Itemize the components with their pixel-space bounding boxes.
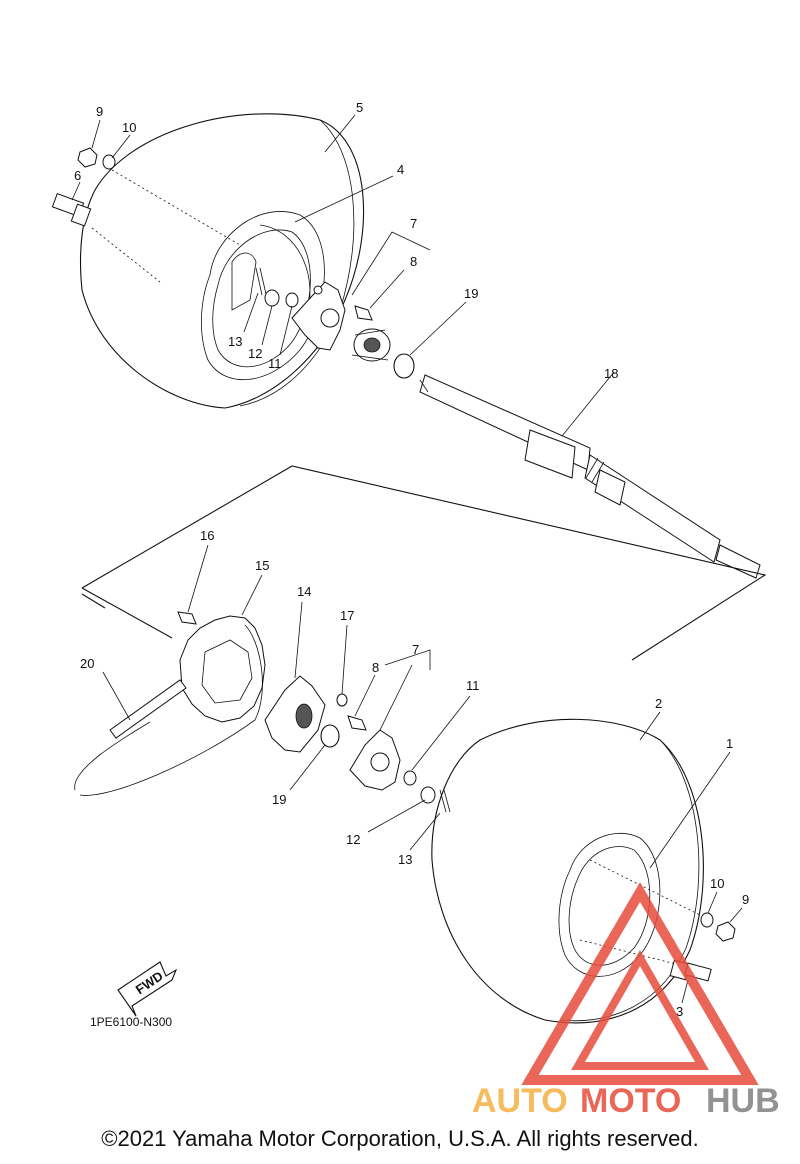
watermark-triangle-outer (521, 882, 759, 1085)
callout-8b: 8 (372, 660, 379, 675)
callout-12: 12 (248, 346, 262, 361)
valve-stem-upper (51, 192, 92, 227)
callout-16: 16 (200, 528, 214, 543)
callout-labels: 9 10 6 5 4 7 8 19 13 12 11 18 16 15 14 1… (74, 100, 749, 1019)
callout-8: 8 (410, 254, 417, 269)
bolt-lower (347, 715, 367, 731)
callout-6: 6 (74, 168, 81, 183)
callout-15: 15 (255, 558, 269, 573)
lower-section-frame (81, 465, 767, 661)
sprocket-hub (264, 675, 326, 753)
copyright-notice: ©2021 Yamaha Motor Corporation, U.S.A. A… (101, 1126, 699, 1151)
hub-lower (349, 729, 401, 791)
diagram-code: 1PE6100-N300 (90, 1015, 172, 1029)
callout-7b: 7 (412, 642, 419, 657)
fwd-label: FWD (133, 968, 166, 997)
drive-chain (74, 624, 263, 796)
nut-12-lower (420, 786, 436, 804)
callout-7: 7 (410, 216, 417, 231)
callout-10b: 10 (710, 876, 724, 891)
washer-lower (700, 912, 714, 928)
callout-20: 20 (80, 656, 94, 671)
upper-wheel-assembly (51, 113, 467, 409)
bolt-upper (354, 305, 373, 321)
watermark-text-moto: MOTO (580, 1082, 681, 1120)
callout-19b: 19 (272, 792, 286, 807)
callout-17: 17 (340, 608, 354, 623)
upper-tire (79, 113, 365, 409)
watermark-logo: AUTO MOTO HUB (472, 882, 780, 1120)
nut-17 (336, 693, 348, 707)
watermark-text-auto: AUTO (472, 1082, 568, 1120)
callout-14: 14 (297, 584, 311, 599)
o-ring-lower (320, 724, 340, 748)
o-ring-upper (393, 353, 415, 379)
fwd-arrow: FWD (117, 961, 178, 1017)
lower-tire (431, 718, 704, 1024)
callout-10: 10 (122, 120, 136, 135)
nut-lower (715, 921, 736, 942)
sprocket (179, 615, 266, 723)
callout-2: 2 (655, 696, 662, 711)
lower-assembly (74, 544, 471, 851)
callout-3: 3 (676, 1004, 683, 1019)
callout-18: 18 (604, 366, 618, 381)
watermark-text-hub: HUB (706, 1082, 780, 1120)
callout-12b: 12 (346, 832, 360, 847)
callout-1: 1 (726, 736, 733, 751)
rear-axle (419, 371, 761, 579)
watermark-triangle-inner (571, 949, 709, 1070)
callout-11: 11 (268, 356, 282, 371)
cotter-pin-upper (255, 267, 267, 296)
washer-upper (102, 154, 116, 170)
washer-11-lower (403, 770, 417, 786)
callout-13b: 13 (398, 852, 412, 867)
callout-9b: 9 (742, 892, 749, 907)
cotter-pin-lower (439, 789, 451, 813)
callout-4: 4 (397, 162, 404, 177)
sprocket-bolt (177, 611, 197, 625)
callout-9: 9 (96, 104, 103, 119)
callout-11b: 11 (466, 678, 480, 693)
axle-hub-upper (351, 328, 391, 362)
hub-upper (291, 281, 346, 351)
nut-12-upper (264, 289, 280, 307)
callout-19: 19 (464, 286, 478, 301)
washer-11-upper (285, 292, 299, 308)
callout-13: 13 (228, 334, 242, 349)
nut-upper (77, 147, 98, 168)
callout-5: 5 (356, 100, 363, 115)
